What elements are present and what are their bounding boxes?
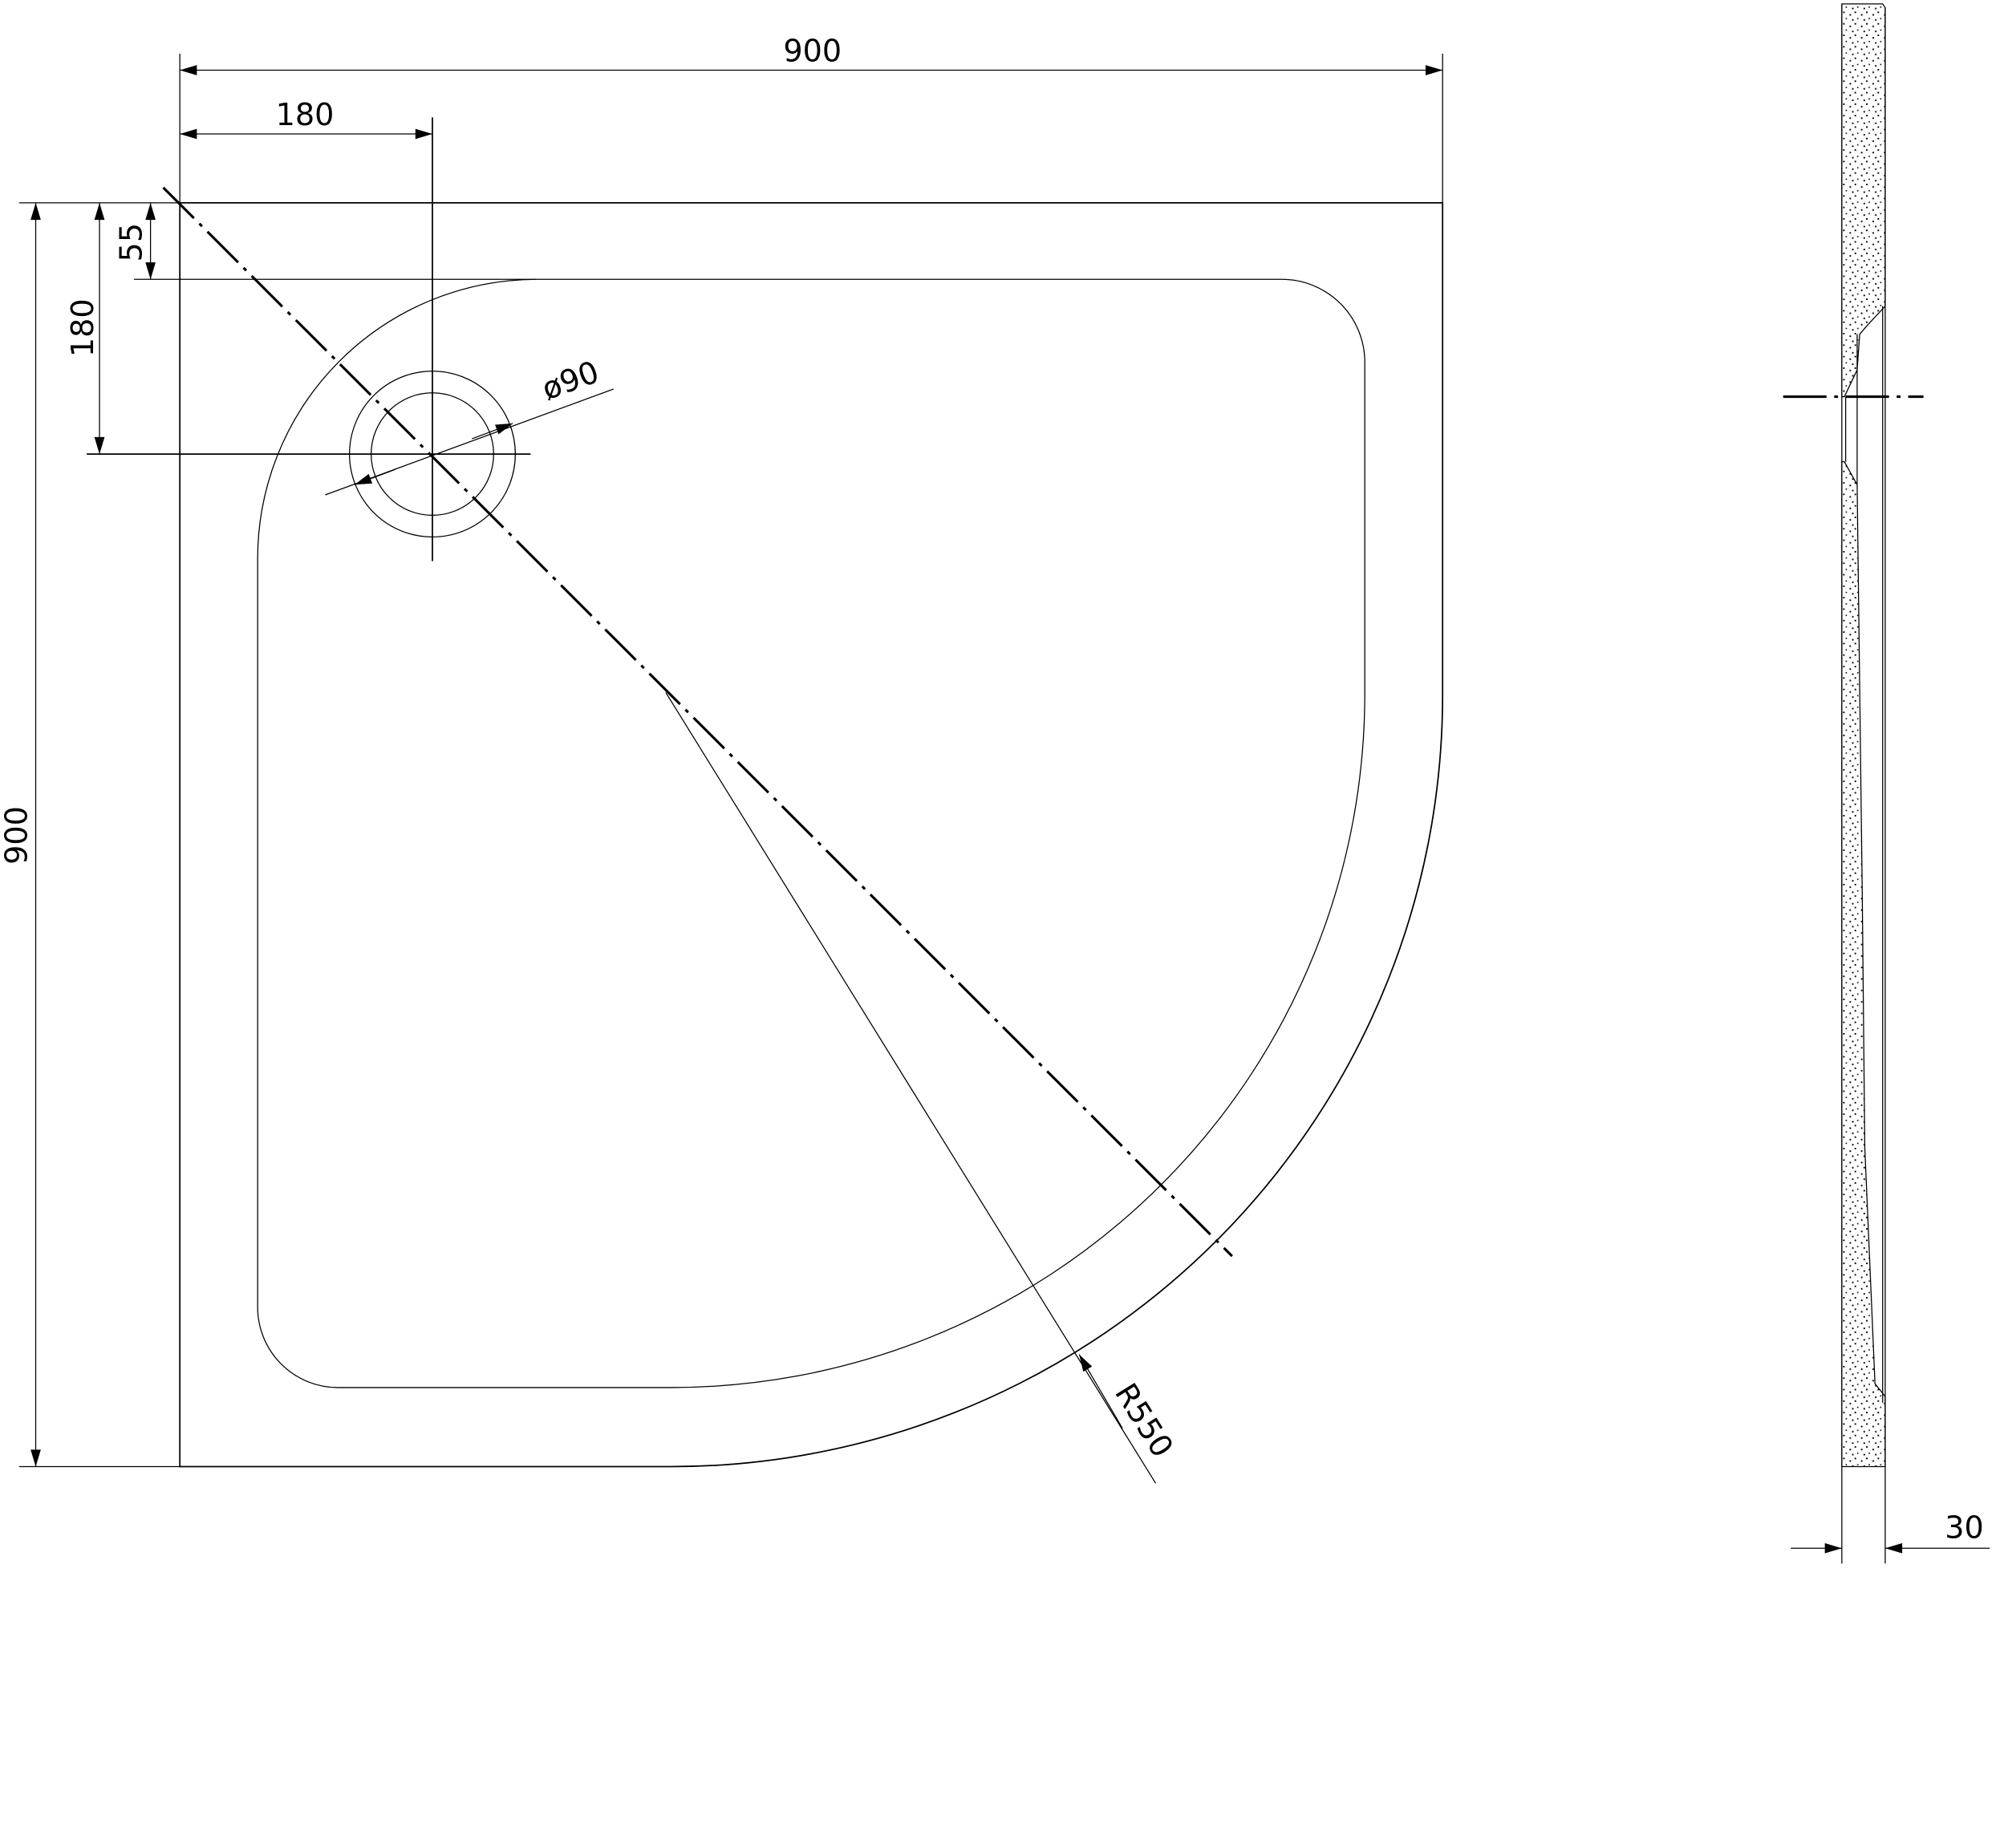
- dim-rim: 55: [113, 223, 148, 262]
- dim-radius: R550: [1108, 1377, 1180, 1464]
- section-top-fill: [1841, 3, 1886, 398]
- dim-drain-diameter: ø90: [538, 354, 604, 407]
- plan-view: [87, 117, 1444, 1468]
- section-view: 30: [1783, 3, 1990, 1564]
- tray-basin: [257, 278, 1365, 1388]
- dim-drain-y: 180: [65, 298, 100, 357]
- dimensions: 900 180 900 180 55 ø90 R550: [0, 33, 1443, 1484]
- dim-drain-x: 180: [276, 97, 335, 132]
- section-bottom-fill: [1841, 461, 1886, 1468]
- dim-depth: 900: [0, 806, 34, 865]
- dim-thickness: 30: [1945, 1510, 1984, 1546]
- dim-width: 900: [783, 33, 842, 68]
- diagonal-centerline: [162, 186, 1233, 1258]
